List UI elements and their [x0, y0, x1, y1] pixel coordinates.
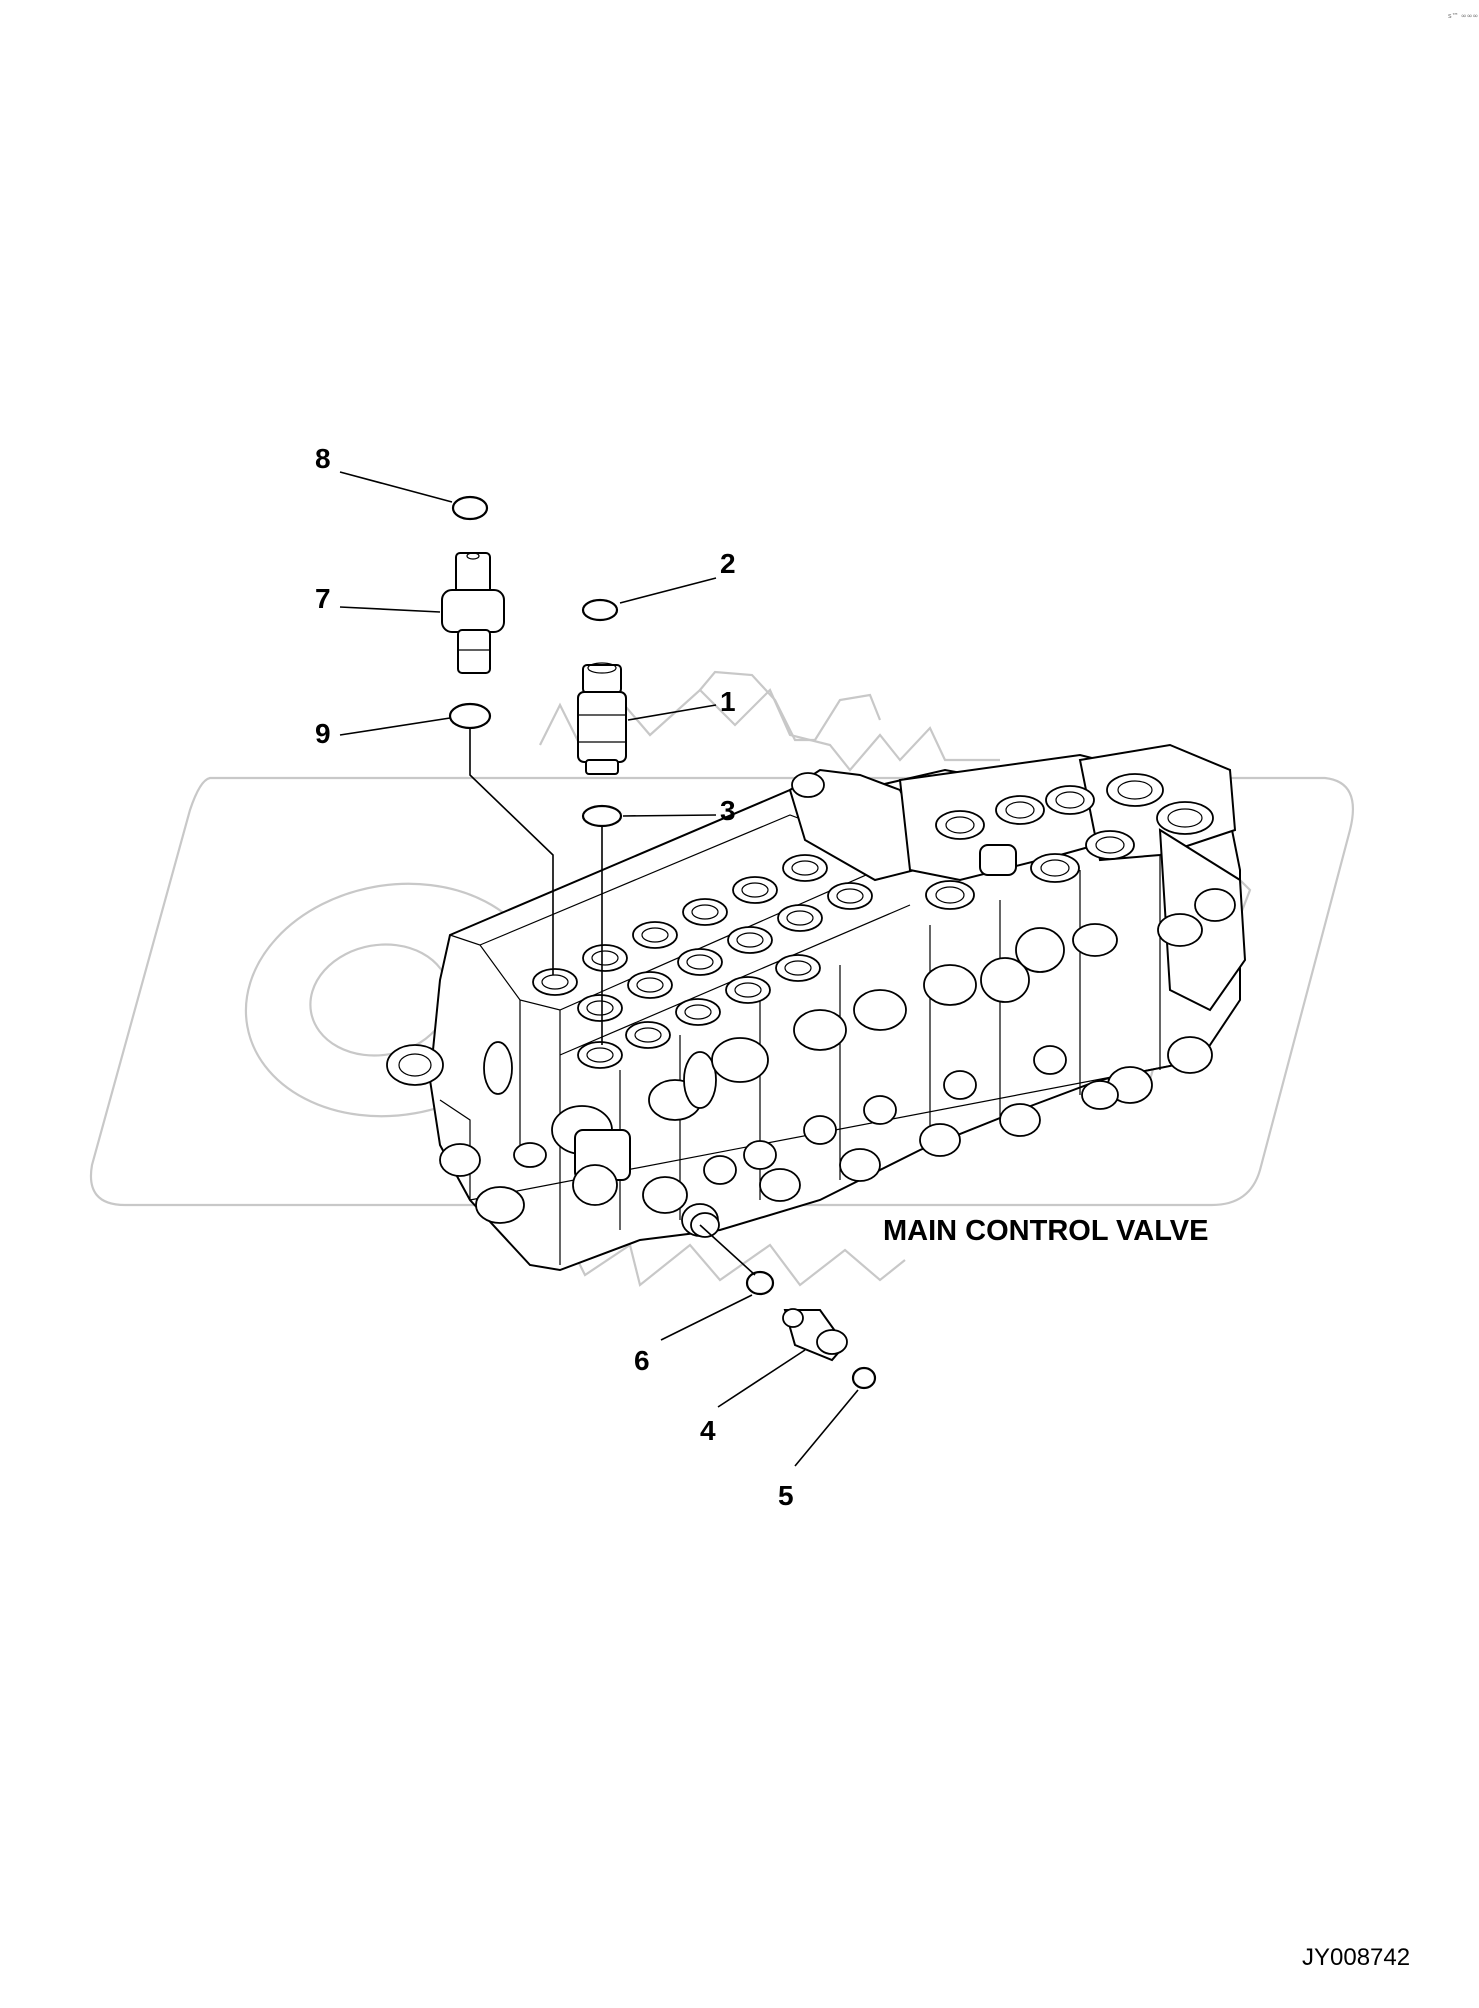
- diagram-caption: MAIN CONTROL VALVE: [883, 1215, 1208, 1247]
- main-control-valve-body: [386, 743, 1247, 1272]
- callout-2: 2: [720, 548, 736, 579]
- part-2-o-ring: [581, 598, 619, 622]
- callout-8: 8: [315, 443, 331, 474]
- part-5-o-ring: [851, 1366, 877, 1390]
- document-id: JY008742: [1302, 1944, 1410, 1971]
- callout-9: 9: [315, 718, 331, 749]
- part-6-o-ring: [745, 1270, 775, 1296]
- part-8-o-ring: [451, 495, 489, 521]
- callout-5: 5: [778, 1480, 794, 1511]
- callout-6: 6: [634, 1345, 650, 1376]
- part-7-fitting: [441, 552, 505, 674]
- callouts: 8 7 9 2 1 3 6 4 5: [315, 443, 794, 1511]
- part-4-fitting: [782, 1308, 848, 1362]
- callout-1: 1: [720, 686, 736, 717]
- corner-mark: s™ ∞∞∞: [1448, 12, 1478, 20]
- callout-7: 7: [315, 583, 331, 614]
- part-3-o-ring: [581, 804, 623, 828]
- part-1-valve: [577, 662, 627, 775]
- leader-lines: [339, 471, 859, 1467]
- callout-3: 3: [720, 795, 736, 826]
- part-9-o-ring: [448, 702, 492, 730]
- callout-4: 4: [700, 1415, 716, 1446]
